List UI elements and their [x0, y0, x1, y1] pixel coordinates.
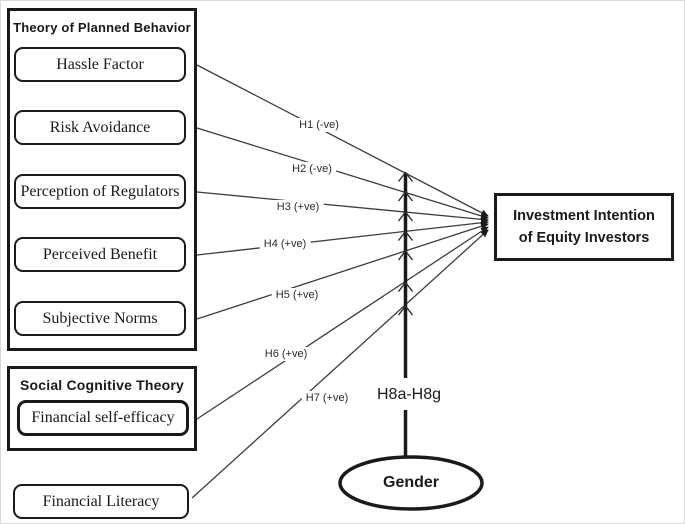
h5-label: H5 (+ve) [271, 288, 323, 302]
chevron-up-icon [397, 249, 414, 261]
h6-path [196, 226, 489, 420]
tpb-group-box: Theory of Planned Behavior Hassle Factor… [7, 8, 197, 351]
construct-risk-avoidance: Risk Avoidance [14, 110, 186, 145]
construct-financial-self-efficacy: Financial self-efficacy [17, 400, 189, 436]
construct-subjective-norms: Subjective Norms [14, 301, 186, 336]
h4-label: H4 (+ve) [259, 237, 311, 251]
gender-ellipse [338, 455, 484, 511]
moderation-arrowheads [397, 171, 414, 316]
h5-path [196, 222, 489, 320]
sct-group-box: Social Cognitive Theory Financial self-e… [7, 366, 197, 451]
h8-moderation-label: H8a-H8g [372, 385, 446, 405]
h7-label: H7 (+ve) [301, 391, 353, 405]
chevron-up-icon [397, 304, 414, 316]
outcome-line1: Investment Intention [513, 207, 655, 224]
h2-label: H2 (-ve) [288, 162, 336, 176]
h3-path [196, 191, 489, 223]
gender-label: Gender [382, 474, 440, 491]
outcome-box: Investment Intention of Equity Investors [494, 193, 674, 261]
hypothesis-paths [191, 64, 489, 499]
construct-financial-literacy: Financial Literacy [13, 484, 189, 519]
chevron-up-icon [397, 171, 414, 182]
construct-perception-of-regulators: Perception of Regulators [14, 174, 186, 209]
h4-path [196, 219, 489, 256]
chevron-up-icon [397, 210, 414, 222]
chevron-up-icon [397, 230, 414, 241]
chevron-up-icon [397, 281, 414, 292]
outcome-line2: of Equity Investors [518, 230, 650, 246]
construct-hassle-factor: Hassle Factor [14, 47, 186, 82]
sct-group-title: Social Cognitive Theory [19, 377, 185, 393]
h1-path [196, 64, 489, 217]
construct-perceived-benefit: Perceived Benefit [14, 237, 186, 272]
h1-label: H1 (-ve) [295, 118, 343, 132]
h6-label: H6 (+ve) [260, 347, 312, 361]
tpb-group-title: Theory of Planned Behavior [13, 20, 191, 35]
chevron-up-icon [397, 190, 414, 202]
h3-label: H3 (+ve) [272, 200, 324, 214]
h2-path [196, 127, 489, 220]
h7-path [191, 229, 489, 499]
